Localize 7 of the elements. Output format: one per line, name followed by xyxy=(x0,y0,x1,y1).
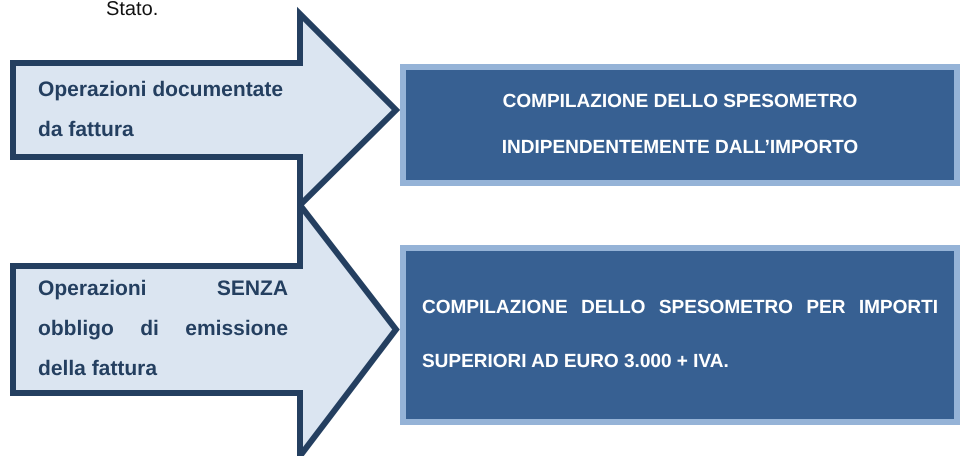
result-box xyxy=(400,245,960,425)
result-box xyxy=(400,64,960,186)
note-text: Stato. xyxy=(106,0,158,21)
box-text: COMPILAZIONE DELLO SPESOMETRO PER IMPORTI SUPERIORI AD EURO 3.000 + IVA. xyxy=(422,296,938,374)
box-text: COMPILAZIONE DELLO SPESOMETRO INDIPENDENTEMENTE DALL’IMPORTO xyxy=(500,90,860,160)
arrow-label: Operazioni documentate da fattura xyxy=(38,77,284,143)
arrow-label: Operazioni SENZA obbligo di emissione della fattura xyxy=(38,276,288,382)
